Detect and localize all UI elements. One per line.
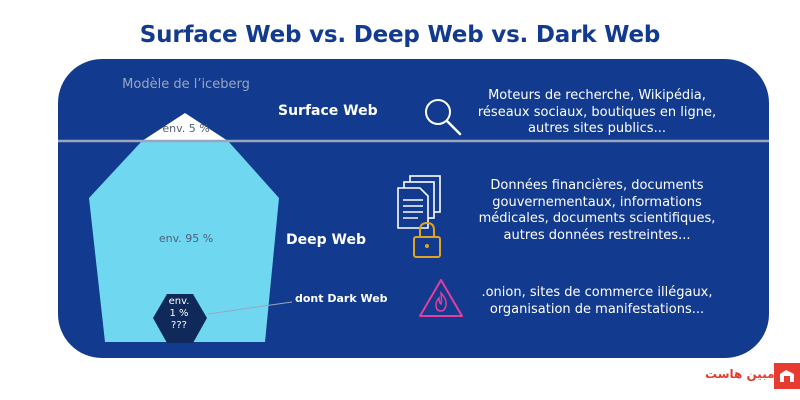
diagram-panel: Modèle de l’iceberg env. 5 % env. 95 % e… [58,59,769,358]
iceberg-caption: Modèle de l’iceberg [122,77,250,92]
description-line: organisation de manifestations... [489,301,705,317]
watermark-logo-icon [774,363,800,389]
deep-web-label: Deep Web [286,232,366,248]
deep-web-pentagon [89,141,279,342]
dark-web-description: .onion, sites de commerce illégaux, orga… [462,285,732,318]
description-line: gouvernementaux, informations [492,194,702,210]
surface-web-description: Moteurs de recherche, Wikipédia, réseaux… [462,88,732,138]
description-line: .onion, sites de commerce illégaux, [481,285,713,300]
dark-percent-line: 1 % [169,308,189,319]
warning-flame-icon [419,279,463,317]
description-line: autres données restreintes... [503,227,691,243]
watermark: مبين هاست [697,363,800,389]
magnifier-icon [425,99,462,136]
description-line: Moteurs de recherche, Wikipédia, [488,88,706,103]
page-title: Surface Web vs. Deep Web vs. Dark Web [139,22,661,48]
description-line: Données financières, documents [490,178,704,193]
surface-percent: env. 5 % [162,122,210,135]
dark-web-label: dont Dark Web [295,292,388,305]
dark-percent-line: ??? [171,320,187,331]
watermark-text: مبين هاست [705,367,775,381]
deep-percent: env. 95 % [158,232,214,245]
surface-tip [142,113,228,141]
dark-web-hexagon [153,294,207,343]
deep-web-description: Données financières, documents gouvernem… [462,178,732,244]
iceberg-diagram [58,113,769,343]
documents-lock-icon [397,175,441,258]
dark-web-pointer [207,301,293,315]
description-line: médicales, documents scientifiques, [478,211,716,226]
surface-web-label: Surface Web [278,103,378,119]
description-line: réseaux sociaux, boutiques en ligne, [477,104,717,120]
dark-percent: env. 1 % ??? [154,296,204,332]
dark-percent-line: env. [168,296,190,307]
description-line: autres sites publics... [528,121,666,136]
